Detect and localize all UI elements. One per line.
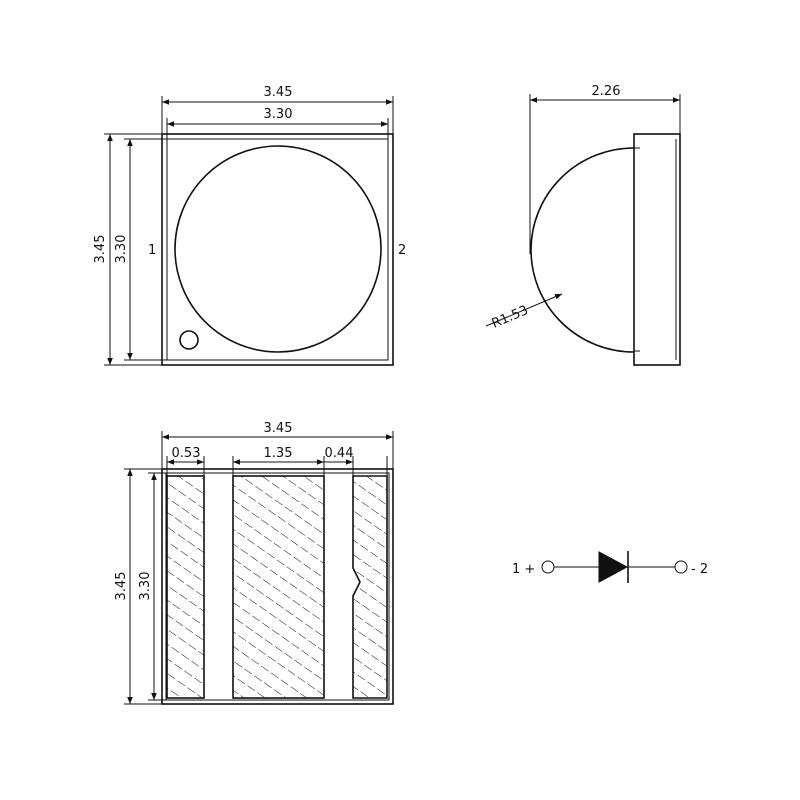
bottom-inner-height-label: 3.30 xyxy=(138,572,153,601)
anode-label: 1 + xyxy=(512,562,535,577)
top-outer-height-label: 3.45 xyxy=(93,235,108,264)
pad-right-width-label: 0.44 xyxy=(325,446,354,461)
diode-schematic: 1 + - 2 xyxy=(512,551,708,583)
top-inner-width-label: 3.30 xyxy=(264,107,293,122)
top-view-lens xyxy=(174,145,382,353)
top-view-outer-body xyxy=(161,133,394,366)
bottom-view-inner-body xyxy=(165,472,390,701)
bottom-outer-height-label: 3.45 xyxy=(114,572,129,601)
top-view: 3.45 3.30 3.45 3.30 1 2 xyxy=(93,85,406,366)
radius-label: R1.53 xyxy=(490,303,531,332)
side-depth-label: 2.26 xyxy=(592,84,621,99)
top-outer-width-label: 3.45 xyxy=(264,85,293,100)
pad-left-width-label: 0.53 xyxy=(172,446,201,461)
side-view: 2.26 R1.53 xyxy=(485,84,681,366)
pad-left xyxy=(166,475,205,699)
cathode-label: - 2 xyxy=(691,562,708,577)
pad-center-width-label: 1.35 xyxy=(264,446,293,461)
side-view-dome xyxy=(530,147,635,353)
cathode-terminal xyxy=(674,560,688,574)
radius-leader xyxy=(485,293,563,327)
pad-center xyxy=(232,475,325,699)
pad-right xyxy=(352,475,388,699)
pin-1-label: 1 xyxy=(148,243,156,258)
pin-2-label: 2 xyxy=(398,243,406,258)
bottom-outer-width-label: 3.45 xyxy=(264,421,293,436)
anode-terminal xyxy=(541,560,555,574)
polarity-mark xyxy=(179,330,199,350)
top-inner-height-label: 3.30 xyxy=(114,235,129,264)
diode-symbol xyxy=(598,551,629,583)
bottom-view: 3.45 0.53 1.35 0.44 3.45 3.30 xyxy=(114,421,394,705)
bottom-view-outer-body xyxy=(161,468,394,705)
side-view-body xyxy=(633,133,681,366)
top-view-inner-body xyxy=(166,138,389,361)
